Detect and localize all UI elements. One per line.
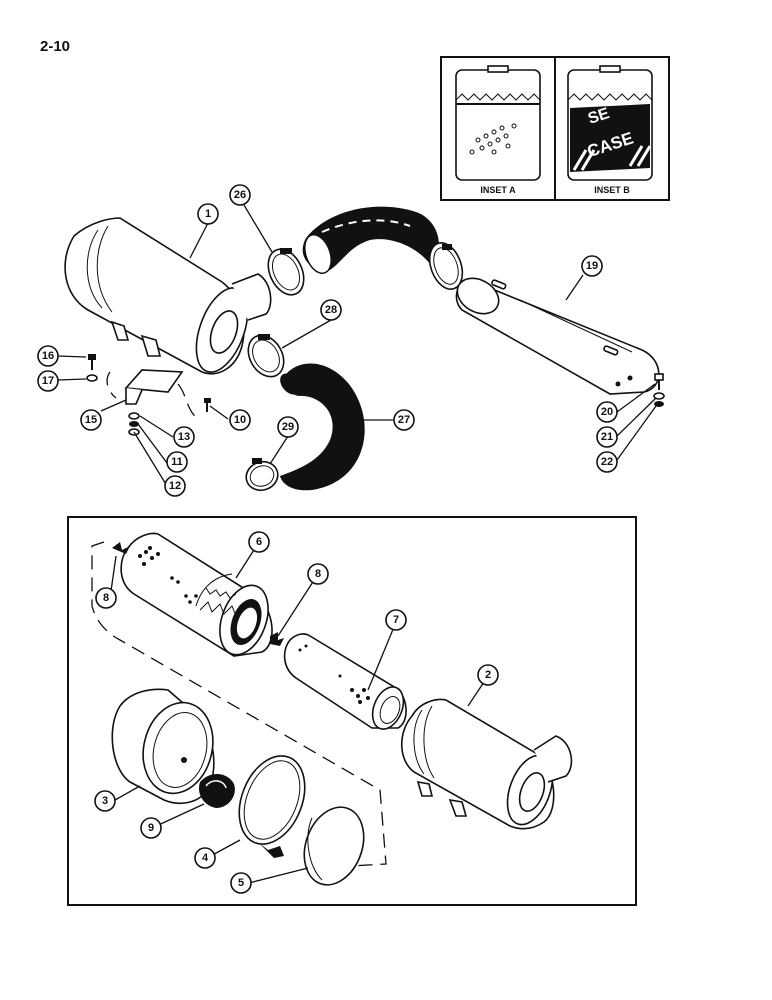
callout-5: 5: [230, 872, 252, 894]
inset-b-decal-canister: SE CASE: [567, 65, 653, 181]
elbow-hose: [302, 206, 439, 274]
callout-20-label: 20: [601, 406, 613, 418]
wing-nut-8-right: [270, 632, 284, 646]
callout-2-label: 2: [485, 669, 491, 681]
callout-1-label: 1: [205, 208, 211, 220]
callout-26: 26: [229, 184, 251, 206]
callout-11: 11: [166, 451, 188, 473]
band-clamp: [238, 755, 306, 858]
callout-28: 28: [320, 299, 342, 321]
callout-5-label: 5: [238, 877, 244, 889]
air-cleaner-assembly: [64, 217, 272, 375]
callout-27: 27: [393, 409, 415, 431]
washer-17: [86, 374, 98, 382]
callout-8-right-label: 8: [315, 568, 321, 580]
callout-22: 22: [596, 451, 618, 473]
callout-3: 3: [94, 790, 116, 812]
callout-6: 6: [248, 531, 270, 553]
callout-12-label: 12: [169, 480, 181, 492]
mounting-bracket: [106, 369, 201, 421]
callout-17: 17: [37, 370, 59, 392]
curved-hose: [280, 363, 365, 491]
callout-4: 4: [194, 847, 216, 869]
callout-9: 9: [140, 817, 162, 839]
washers-21-22: [653, 392, 665, 407]
callout-27-label: 27: [398, 414, 410, 426]
intake-tube: [455, 277, 660, 395]
callout-10: 10: [229, 409, 251, 431]
callout-8-left-label: 8: [103, 592, 109, 604]
callout-21-label: 21: [601, 431, 613, 443]
inset-b-label: INSET B: [594, 185, 630, 195]
callout-10-label: 10: [234, 414, 246, 426]
callout-19-label: 19: [586, 260, 598, 272]
callout-6-label: 6: [256, 536, 262, 548]
group-dash-line: [91, 541, 387, 869]
callout-20: 20: [596, 401, 618, 423]
callout-29-label: 29: [282, 421, 294, 433]
bolt-10: [204, 398, 211, 412]
bolt-16: [88, 354, 96, 370]
callout-16: 16: [37, 345, 59, 367]
detail-frame: [67, 516, 637, 906]
inset-frame: [440, 56, 670, 201]
callout-28-label: 28: [325, 304, 337, 316]
callout-21: 21: [596, 426, 618, 448]
callout-9-label: 9: [148, 822, 154, 834]
hose-clamp-29: [245, 458, 279, 492]
callout-22-label: 22: [601, 456, 613, 468]
hose-clamp-elbow: [428, 242, 464, 290]
callout-11-label: 11: [171, 456, 183, 468]
bolt-20: [654, 373, 664, 390]
primary-filter-element: [120, 532, 273, 657]
callout-19: 19: [581, 255, 603, 277]
callout-8-left: 8: [95, 587, 117, 609]
callout-15: 15: [80, 409, 102, 431]
callout-1: 1: [197, 203, 219, 225]
callout-4-label: 4: [202, 852, 209, 864]
callout-26-label: 26: [234, 189, 246, 201]
callout-17-label: 17: [42, 375, 54, 387]
washers-11-12-13: [128, 412, 140, 436]
callout-7: 7: [385, 609, 407, 631]
callout-29: 29: [277, 416, 299, 438]
wing-nut-8-left: [112, 542, 130, 554]
hose-clamp-26: [267, 248, 305, 296]
page-number: 2-10: [40, 38, 71, 55]
air-cleaner-housing: [401, 698, 573, 830]
callout-2: 2: [477, 664, 499, 686]
secondary-filter-element: [283, 633, 407, 730]
inset-b-decal-text-1: SE: [586, 105, 612, 128]
callout-16-label: 16: [42, 350, 54, 362]
hose-clamp-28: [247, 334, 285, 378]
callout-3-label: 3: [102, 795, 108, 807]
callout-15-label: 15: [85, 414, 97, 426]
callout-13-label: 13: [178, 431, 190, 443]
callout-12: 12: [164, 475, 186, 497]
callout-7-label: 7: [393, 614, 399, 626]
cover-gasket: [303, 806, 365, 886]
inset-a-label: INSET A: [480, 185, 516, 195]
inset-a-filter-canister: [455, 65, 541, 181]
end-cover: [111, 688, 215, 805]
callout-8-right: 8: [307, 563, 329, 585]
dust-valve: [198, 773, 235, 808]
callout-13: 13: [173, 426, 195, 448]
